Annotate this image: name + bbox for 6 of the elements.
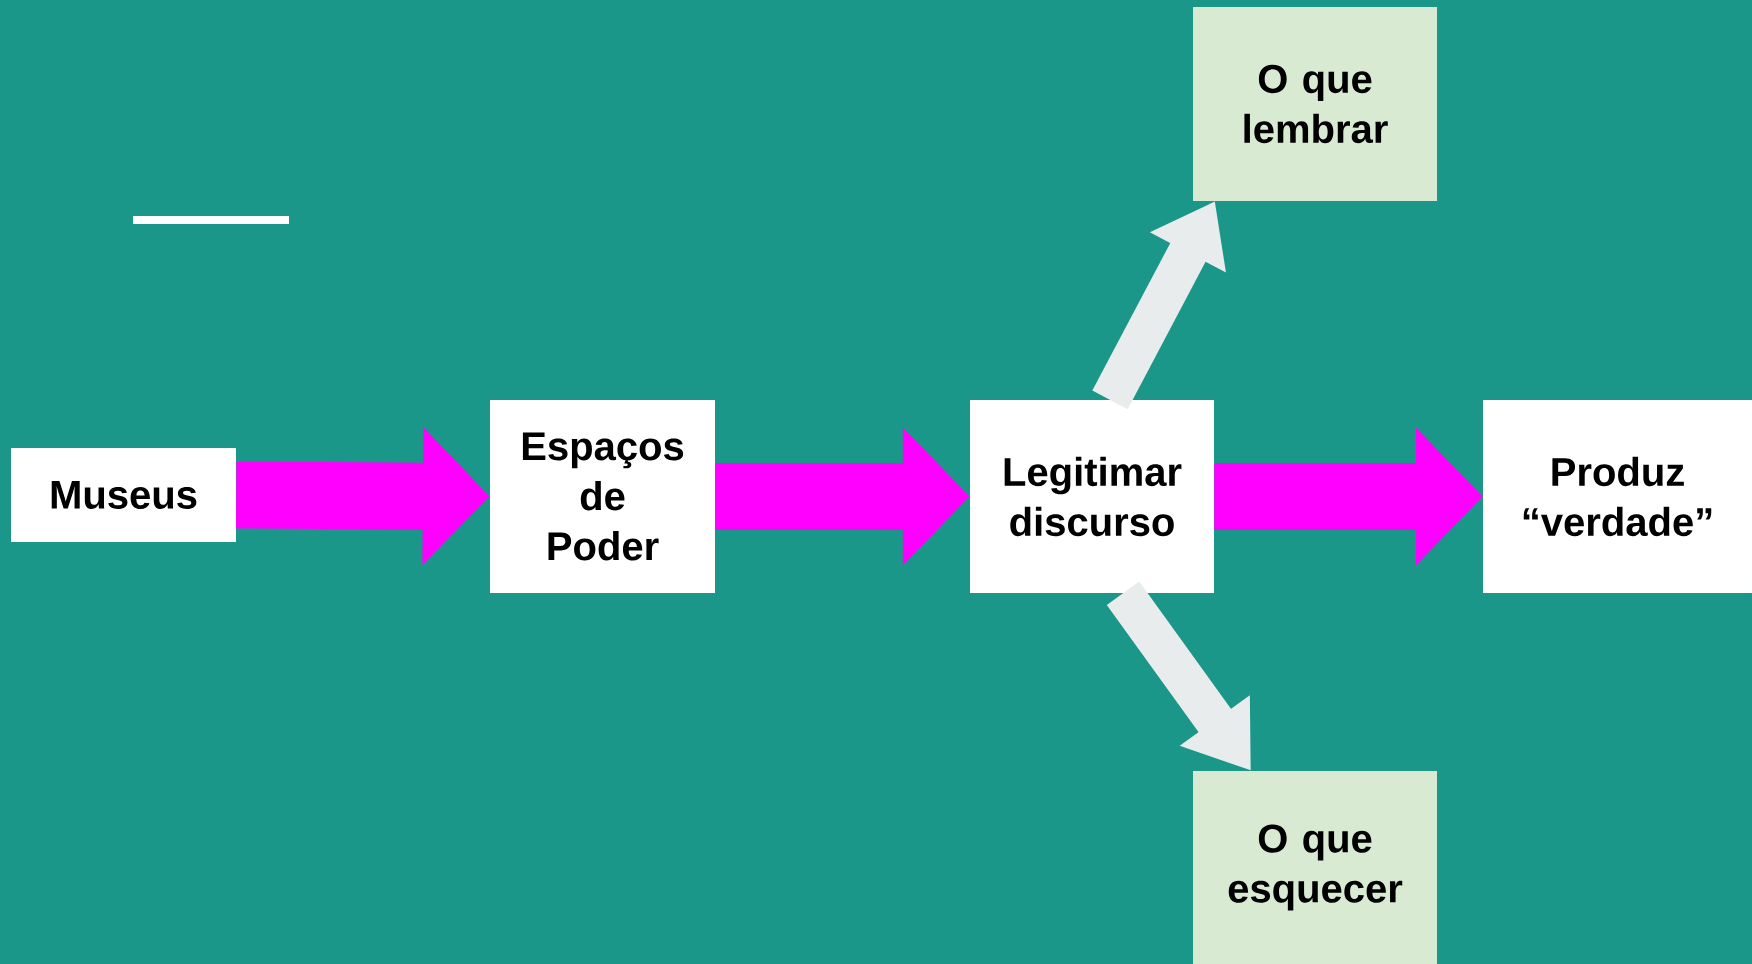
text-box: O que lembrar <box>1193 7 1437 201</box>
text-box: O que esquecer <box>1193 771 1437 964</box>
text-box: Legitimar discurso <box>970 400 1214 593</box>
text-box: Espaços de Poder <box>490 400 715 593</box>
text-box: Museus <box>11 448 236 542</box>
text-box: Produz “verdade” <box>1483 400 1752 593</box>
